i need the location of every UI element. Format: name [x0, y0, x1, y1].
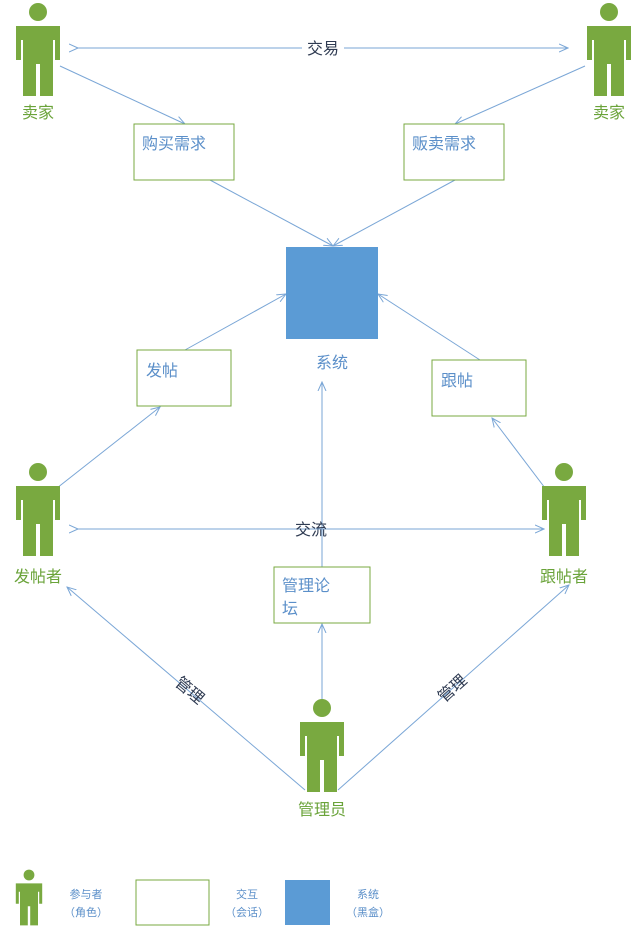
post-to-system-edge — [184, 294, 286, 351]
post-box — [136, 349, 232, 407]
legend-system-swatch — [285, 880, 330, 925]
reply-to-system-edge — [378, 294, 481, 361]
poster-label: 发帖者 — [14, 567, 62, 586]
reply-box — [431, 359, 527, 417]
poster-to-post-edge — [56, 407, 160, 489]
buy-request-label: 购买需求 — [142, 134, 206, 153]
manage-forum-label-line1: 管理论 — [282, 576, 330, 595]
seller-right-label: 卖家 — [593, 103, 625, 122]
legend-system-line2: （黑盒） — [346, 905, 390, 919]
seller-left-label: 卖家 — [22, 103, 54, 122]
legend-actor-line1: 参与者 — [70, 887, 103, 901]
sell-request-box — [403, 123, 505, 181]
manage-forum-box — [273, 566, 371, 624]
seller-right-icon — [587, 3, 631, 96]
sell-to-system-edge — [333, 179, 456, 246]
seller-left-to-buy-edge — [59, 65, 185, 124]
actors — [15, 3, 631, 926]
sell-request-label: 贩卖需求 — [412, 134, 476, 153]
manage-forum-label-line2: 坛 — [282, 599, 298, 618]
buy-request-box — [133, 123, 235, 181]
seller-right-to-sell-edge — [455, 65, 586, 124]
legend-interaction-line2: （会话） — [225, 906, 269, 919]
legend-actor-line2: （角色） — [64, 905, 108, 919]
legend: 参与者 （角色） 交互 （会话） 系统 （黑盒） — [64, 879, 390, 926]
edges — [56, 48, 586, 791]
admin-icon — [300, 699, 344, 792]
legend-actor-icon — [15, 869, 43, 926]
admin-label: 管理员 — [298, 800, 346, 819]
system-box — [286, 247, 378, 339]
legend-interaction-swatch — [135, 879, 210, 926]
legend-interaction-line1: 交互 — [236, 887, 258, 901]
reply-label: 跟帖 — [441, 371, 473, 390]
seller-left-icon — [16, 3, 60, 96]
post-label: 发帖 — [146, 361, 178, 380]
replier-icon — [542, 463, 586, 556]
admin-to-poster-edge — [67, 587, 306, 791]
trade-label: 交易 — [307, 39, 339, 58]
poster-icon — [16, 463, 60, 556]
admin-to-replier-edge — [337, 585, 569, 791]
replier-label: 跟帖者 — [540, 567, 588, 586]
exchange-label: 交流 — [295, 520, 327, 539]
buy-to-system-edge — [209, 179, 333, 246]
manage-right-label: 管理 — [434, 671, 471, 707]
replier-to-reply-edge — [492, 418, 546, 489]
system-label: 系统 — [316, 353, 348, 372]
legend-system-line1: 系统 — [357, 888, 379, 901]
